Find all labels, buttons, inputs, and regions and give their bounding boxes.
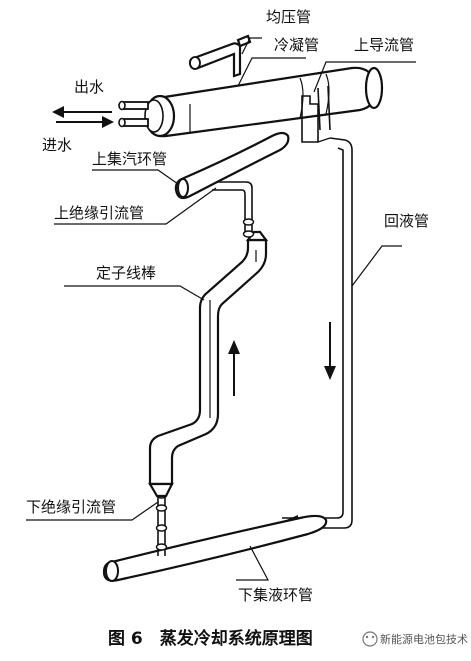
watermark-text: 新能源电池包技术 bbox=[380, 632, 468, 646]
watermark: 新能源电池包技术 bbox=[362, 631, 468, 647]
label-upper-steam-ring: 上集汽环管 bbox=[92, 150, 167, 168]
label-equalizer: 均压管 bbox=[266, 8, 311, 26]
upper-diversion-pipe bbox=[301, 85, 331, 143]
label-condenser: 冷凝管 bbox=[274, 36, 319, 54]
label-stator-bar: 定子线棒 bbox=[96, 264, 156, 282]
equalizer-pipe bbox=[188, 34, 252, 78]
label-water-out: 出水 bbox=[74, 78, 104, 96]
return-pipe bbox=[282, 137, 353, 529]
label-water-in: 进水 bbox=[42, 136, 72, 154]
water-in-arrow bbox=[56, 116, 114, 128]
label-upper-diversion: 上导流管 bbox=[354, 36, 414, 54]
lower-liquid-ring bbox=[102, 514, 328, 582]
stator-bar bbox=[148, 230, 269, 498]
label-return-pipe: 回液管 bbox=[384, 212, 429, 230]
upflow-arrow bbox=[228, 340, 240, 396]
figure-caption: 图 6 蒸发冷却系统原理图 bbox=[108, 628, 313, 649]
label-upper-insulation: 上绝缘引流管 bbox=[54, 204, 144, 222]
upper-steam-ring bbox=[174, 131, 290, 200]
label-lower-insulation: 下绝缘引流管 bbox=[26, 498, 116, 516]
leader-lines bbox=[26, 37, 416, 581]
water-nozzles bbox=[118, 100, 149, 128]
label-lower-ring: 下集液环管 bbox=[238, 586, 313, 604]
upper-insulation-pipe bbox=[212, 181, 255, 238]
water-out-arrow bbox=[52, 106, 112, 118]
downflow-arrow bbox=[324, 322, 336, 380]
condenser bbox=[144, 66, 384, 138]
